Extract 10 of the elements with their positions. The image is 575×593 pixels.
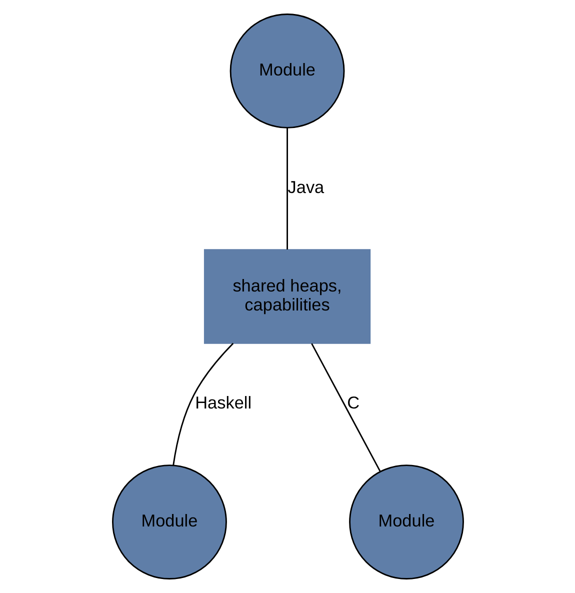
edge-label: C	[346, 392, 360, 413]
node-circle: Module	[348, 464, 464, 580]
connector	[172, 342, 234, 466]
edge-label: Haskell	[194, 392, 252, 413]
node-circle: Module	[229, 14, 344, 128]
node-circle: Module	[112, 464, 226, 580]
node-box: shared heaps, capabilities	[203, 249, 370, 344]
connector	[310, 343, 380, 472]
edge-label: Java	[287, 177, 324, 198]
connector	[286, 128, 288, 250]
